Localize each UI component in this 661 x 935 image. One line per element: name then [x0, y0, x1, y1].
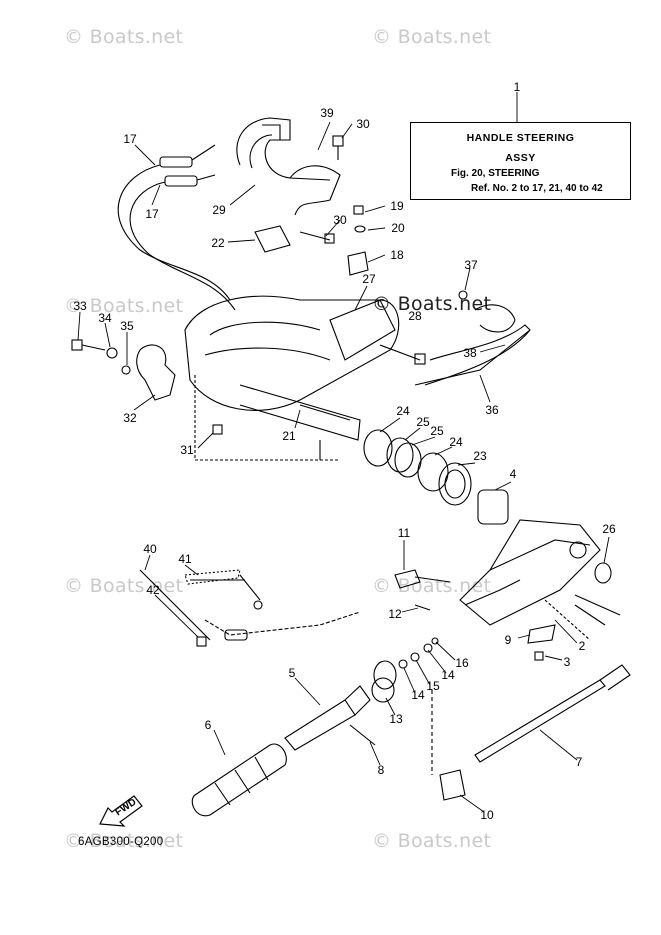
callout-label: 22	[211, 236, 225, 250]
callout-label: 12	[388, 607, 402, 621]
callout-label: 18	[390, 248, 404, 262]
callout-label: 14	[441, 668, 455, 682]
forward-arrow-icon: FWD	[99, 795, 143, 827]
watermark: © Boats.net	[64, 26, 184, 48]
callout-label: 36	[485, 403, 499, 417]
callout-label: 29	[212, 203, 226, 217]
callout-label: 24	[449, 435, 463, 449]
callout-label: 21	[282, 429, 296, 443]
callout-label: 33	[73, 299, 87, 313]
watermark: © Boats.net	[372, 575, 492, 597]
callout-label: 41	[178, 552, 192, 566]
callout-label: 20	[391, 221, 405, 235]
info-box: HANDLE STEERING ASSY Fig. 20, STEERING R…	[410, 122, 631, 200]
info-box-figure: Fig. 20, STEERING	[451, 168, 540, 179]
callout-label: 23	[473, 449, 487, 463]
info-box-reference: Ref. No. 2 to 17, 21, 40 to 42	[471, 183, 603, 194]
watermark: © Boats.net	[64, 295, 184, 317]
callout-label: 6	[204, 718, 212, 732]
callout-label: 38	[463, 346, 477, 360]
watermark: © Boats.net	[64, 830, 184, 852]
watermark: © Boats.net	[372, 830, 492, 852]
callout-label: 15	[426, 679, 440, 693]
callout-label: 37	[464, 258, 478, 272]
callout-label: 17	[145, 207, 159, 221]
callout-label: 24	[396, 404, 410, 418]
callout-label: 4	[509, 467, 517, 481]
callout-label: 32	[123, 411, 137, 425]
callout-label: 30	[333, 213, 347, 227]
callout-label: 7	[575, 755, 583, 769]
watermark: © Boats.net	[372, 26, 492, 48]
callout-label: 27	[362, 272, 376, 286]
info-box-title: HANDLE STEERING	[466, 132, 575, 144]
callout-label: 13	[389, 712, 403, 726]
callout-label: 11	[397, 526, 411, 540]
watermark: © Boats.net	[64, 575, 184, 597]
callout-label: 19	[390, 199, 404, 213]
callout-label: 17	[123, 132, 137, 146]
callout-label: 25	[416, 415, 430, 429]
diagram-code: 6AGB300-Q200	[78, 836, 164, 848]
callout-label: 26	[602, 522, 616, 536]
callout-label: 14	[411, 688, 425, 702]
callout-label: 40	[143, 542, 157, 556]
callout-label: 34	[98, 311, 112, 325]
callout-label: 39	[320, 106, 334, 120]
info-box-subtitle: ASSY	[505, 152, 536, 164]
callout-label: 10	[480, 808, 494, 822]
callout-label: 3	[563, 655, 571, 669]
callout-label: 31	[180, 443, 194, 457]
callout-label: 25	[430, 424, 444, 438]
callout-label: 30	[356, 117, 370, 131]
callout-label: 35	[120, 319, 134, 333]
callout-label: 28	[408, 309, 422, 323]
callout-label: 2	[578, 639, 586, 653]
callout-label: 42	[146, 583, 160, 597]
callout-label: 5	[288, 666, 296, 680]
callout-label: 8	[377, 763, 385, 777]
callout-label: 16	[455, 656, 469, 670]
callout-label: 1	[513, 80, 521, 94]
callout-label: 9	[504, 633, 512, 647]
